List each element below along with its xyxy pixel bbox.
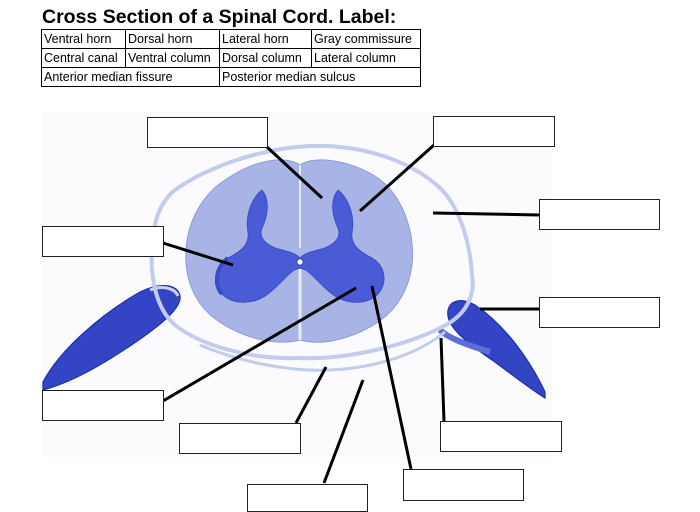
leader-line bbox=[370, 285, 413, 470]
answer-box[interactable] bbox=[539, 297, 660, 328]
left-nerve-root bbox=[42, 285, 181, 391]
ventral-horn-left bbox=[214, 256, 230, 296]
answer-box[interactable] bbox=[433, 116, 555, 147]
worksheet-title: Cross Section of a Spinal Cord. Label: bbox=[42, 6, 397, 28]
right-nerve-root bbox=[447, 300, 546, 400]
word-bank-term: Lateral horn bbox=[219, 29, 312, 49]
ventral-membrane bbox=[199, 330, 446, 372]
leader-line bbox=[359, 143, 435, 213]
central-canal bbox=[296, 258, 304, 266]
word-bank-term: Dorsal horn bbox=[125, 29, 220, 49]
right-nerve-rootlet bbox=[437, 327, 491, 355]
word-bank-term: Ventral column bbox=[125, 48, 220, 68]
answer-box[interactable] bbox=[539, 199, 660, 230]
word-bank-term: Ventral horn bbox=[41, 29, 126, 49]
leader-lines bbox=[162, 143, 541, 484]
leader-line bbox=[265, 145, 324, 200]
leader-line bbox=[322, 379, 365, 484]
word-bank-term: Anterior median fissure bbox=[41, 67, 220, 87]
answer-box[interactable] bbox=[42, 226, 164, 257]
word-bank-row: Anterior median fissure Posterior median… bbox=[41, 67, 421, 87]
leader-line bbox=[162, 241, 234, 267]
answer-box[interactable] bbox=[440, 421, 562, 452]
word-bank-table: Ventral horn Dorsal horn Lateral horn Gr… bbox=[41, 29, 421, 87]
word-bank-row: Ventral horn Dorsal horn Lateral horn Gr… bbox=[41, 29, 421, 49]
leader-line bbox=[432, 211, 541, 217]
word-bank-term: Lateral column bbox=[311, 48, 421, 68]
answer-box[interactable] bbox=[403, 469, 524, 501]
dura-mater bbox=[149, 143, 475, 361]
leader-line bbox=[294, 366, 328, 424]
leader-line bbox=[162, 286, 357, 403]
answer-box[interactable] bbox=[147, 117, 268, 148]
answer-box[interactable] bbox=[247, 484, 368, 512]
leader-line bbox=[439, 337, 446, 422]
answer-box[interactable] bbox=[42, 390, 164, 421]
word-bank-term: Posterior median sulcus bbox=[219, 67, 421, 87]
answer-box[interactable] bbox=[179, 423, 301, 454]
